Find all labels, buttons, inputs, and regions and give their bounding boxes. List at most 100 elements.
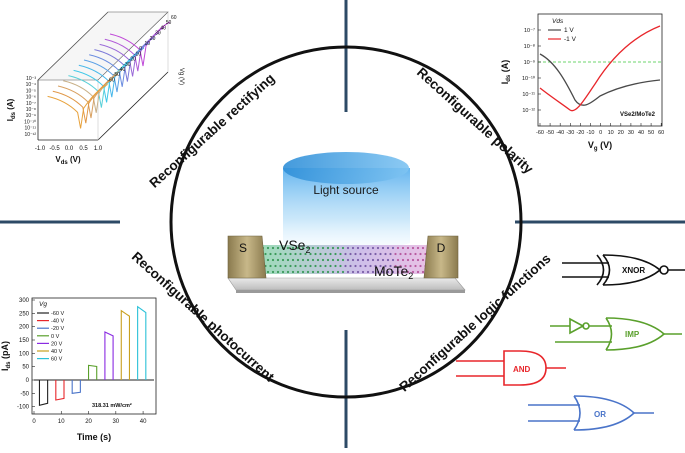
pol-x-tick: -20 (576, 130, 584, 136)
lattice-atom (329, 252, 332, 256)
lattice-atom (409, 264, 412, 268)
lattice-atom (266, 246, 270, 250)
lattice-atom (329, 264, 332, 268)
photo-x-tick: 30 (112, 419, 119, 425)
lattice-atom (391, 258, 395, 262)
rect-x-tick: 1.0 (94, 146, 103, 152)
rect-z-tick: -10 (134, 51, 141, 57)
rect-y-tick: 10⁻⁵ (26, 88, 36, 94)
photo-legend-item: 60 V (51, 357, 63, 363)
rect-zlabel: Vg (V) (178, 68, 184, 85)
lattice-atom (351, 270, 355, 274)
lattice-atom (356, 258, 360, 262)
source-electrode (227, 235, 267, 279)
lattice-atom (296, 270, 300, 274)
lattice-atom (271, 246, 275, 250)
rectifying-curve (94, 37, 155, 82)
photo-trace (104, 331, 114, 380)
pol-y-tick: 10⁻⁹ (524, 59, 535, 66)
lattice-atom (291, 246, 295, 250)
lattice-atom (344, 264, 347, 268)
lattice-atom (316, 258, 320, 262)
lattice-atom (351, 258, 355, 262)
photo-x-tick: 10 (58, 419, 65, 425)
lattice-atom (386, 246, 390, 250)
lattice-atom (296, 258, 300, 262)
lattice-atom (411, 270, 415, 274)
lattice-atom (321, 246, 325, 250)
lattice-atom (284, 252, 287, 256)
rect-x-tick: -1.0 (35, 146, 46, 152)
lattice-atom (379, 252, 382, 256)
pol-x-tick: 60 (658, 130, 664, 136)
lattice-atom (306, 246, 310, 250)
lattice-atom (321, 258, 325, 262)
lattice-atom (349, 264, 352, 268)
photo-trace (87, 364, 98, 380)
lattice-atom (319, 252, 322, 256)
and-gate (456, 350, 566, 386)
lattice-atom (334, 252, 337, 256)
photo-x-tick: 40 (140, 419, 147, 425)
lattice-atom (376, 258, 380, 262)
lattice-atom (306, 258, 310, 262)
imp-gate (550, 317, 682, 351)
lattice-atom (366, 246, 370, 250)
photo-legend-item: -20 V (51, 326, 64, 332)
polarity-curve-black (539, 53, 661, 106)
lattice-atom (356, 246, 360, 250)
rectifying-curves (47, 21, 171, 129)
mote2-label: MoTe2 (374, 263, 413, 281)
pol-x-tick: -50 (546, 130, 554, 136)
lattice-atom (274, 252, 277, 256)
lattice-atom (401, 246, 405, 250)
photo-xlabel: Time (s) (77, 432, 111, 442)
photo-y-tick: 100 (19, 351, 30, 357)
lattice-atom (311, 258, 315, 262)
lattice-atom (276, 258, 280, 262)
rect-z-tick: 20 (150, 36, 156, 42)
rectifying-curve (63, 68, 124, 113)
photocurrent-legend: -60 V-40 V-20 V0 V20 V40 V60 V (37, 311, 64, 363)
lattice-atom (294, 252, 297, 256)
lattice-atom (381, 246, 385, 250)
pol-x-tick: 0 (599, 130, 602, 136)
lattice-atom (324, 252, 327, 256)
lattice-atom (271, 258, 275, 262)
lattice-atom (406, 270, 410, 274)
lattice-atom (354, 264, 357, 268)
rect-z-tick: -20 (129, 57, 136, 63)
rect-ylabel: Ids (A) (6, 98, 17, 121)
pol-legend-2: -1 V (564, 36, 577, 43)
lattice-atom (354, 252, 357, 256)
device-schematic: S D VSe2 MoTe2 (227, 235, 466, 293)
light-source-beam: Light source (283, 152, 410, 253)
pol-x-tick: -10 (587, 130, 595, 136)
lattice-atom (284, 264, 287, 268)
lattice-atom (309, 264, 312, 268)
pol-x-tick: -60 (536, 130, 544, 136)
polarity-frame (537, 13, 663, 127)
photo-legend-item: -40 V (51, 319, 64, 325)
lattice-atom (409, 252, 412, 256)
or-gate (528, 395, 654, 431)
lattice-atom (339, 252, 342, 256)
photo-trace (120, 309, 131, 380)
lattice-atom (299, 264, 302, 268)
pol-y-tick: 10⁻⁸ (524, 43, 535, 50)
lattice-atom (356, 270, 360, 274)
lattice-atom (421, 270, 425, 274)
rectifying-curve (83, 47, 145, 93)
lattice-atom (361, 258, 365, 262)
photo-x-tick: 20 (85, 419, 92, 425)
lattice-atom (314, 264, 317, 268)
pol-legend-title: Vds (552, 18, 564, 25)
pol-ylabel: Ids (A) (500, 60, 512, 85)
rect-y-tick: 10⁻¹² (24, 132, 36, 138)
logic-gates: XNOR IMP AND OR (456, 254, 685, 431)
rect-z-tick: -40 (118, 67, 125, 73)
